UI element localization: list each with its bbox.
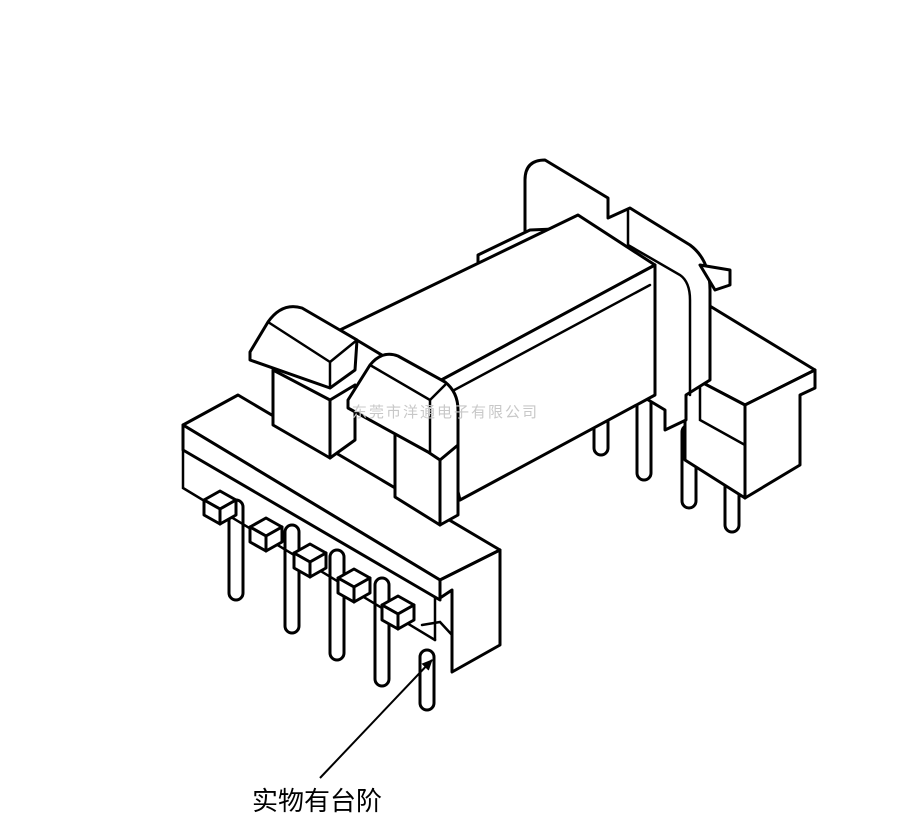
- front-pin: [328, 548, 346, 662]
- front-pin: [373, 576, 391, 688]
- annotation-leader-line: [319, 659, 433, 779]
- watermark-text: 东莞市洋通电子有限公司: [352, 403, 539, 421]
- left-clip-cap: [248, 305, 359, 390]
- rear-flange-tab: [698, 263, 732, 292]
- pin-head: [202, 489, 238, 526]
- front-flange: [346, 352, 460, 527]
- pin-head: [248, 516, 284, 553]
- rear-pin: [635, 393, 653, 482]
- annotation-label: 实物有台阶: [252, 787, 382, 817]
- pin-head: [336, 567, 372, 604]
- front-base-side: [438, 548, 502, 674]
- front-pin: [283, 523, 301, 635]
- pin-head: [380, 594, 416, 631]
- front-pin: [418, 648, 436, 712]
- front-base-face: [181, 423, 442, 602]
- pin-head: [292, 542, 328, 579]
- front-base-block: [181, 393, 502, 712]
